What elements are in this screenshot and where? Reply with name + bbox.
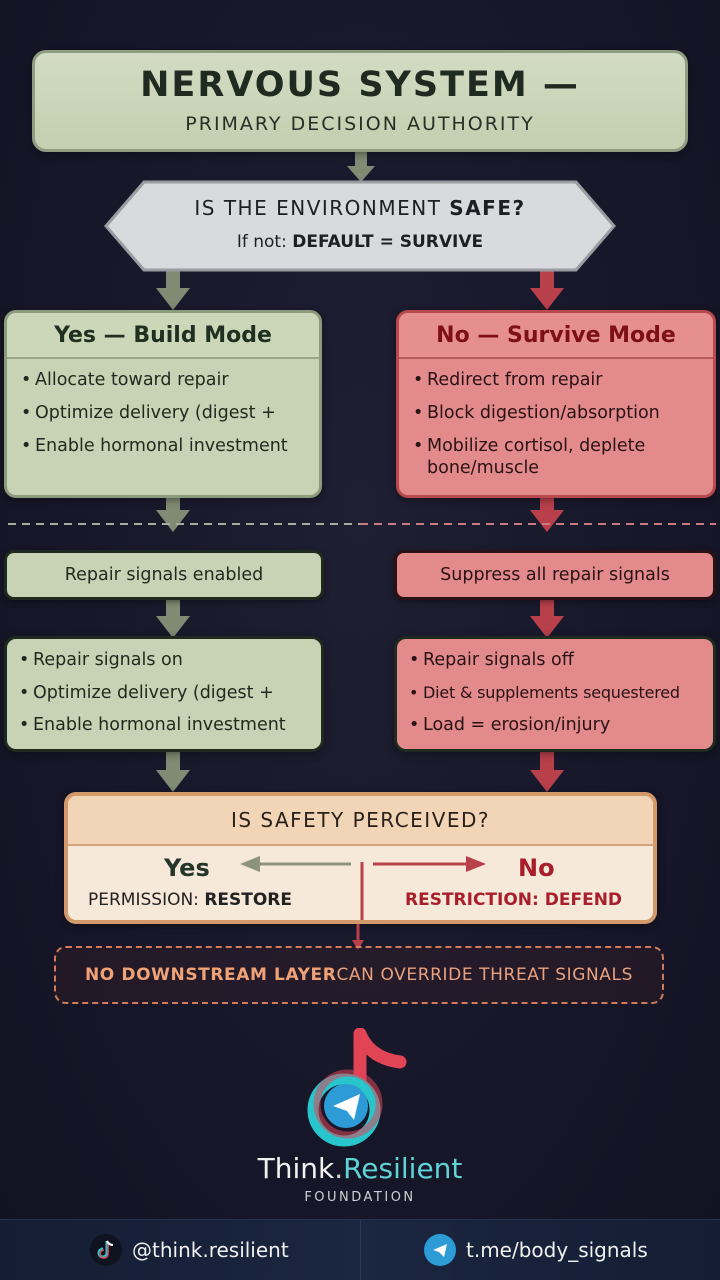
repair-enabled-pill: Repair signals enabled — [4, 550, 324, 600]
footer-divider — [360, 1220, 361, 1280]
safety-box: IS SAFETY PERCEIVED? Yes No PERMISSION: … — [64, 792, 657, 924]
repair-suppress-pill: Suppress all repair signals — [394, 550, 716, 600]
list-item: Allocate toward repair — [21, 369, 305, 391]
arrow-suppress-down — [530, 600, 564, 638]
decision-hexagon: IS THE ENVIRONMENT SAFE? If not: DEFAULT… — [104, 180, 616, 272]
list-item: Repair signals off — [409, 649, 701, 671]
permission-restore: PERMISSION: RESTORE — [88, 890, 293, 910]
safety-question: IS SAFETY PERCEIVED? — [68, 796, 653, 846]
list-item: Diet & supplements sequestered — [409, 682, 701, 704]
repair-suppressed-list: Repair signals off Diet & supplements se… — [397, 639, 713, 736]
page-title: NERVOUS SYSTEM — — [140, 65, 580, 105]
brand-foundation: FOUNDATION — [304, 1190, 416, 1205]
build-mode-box: Yes — Build Mode Allocate toward repair … — [4, 310, 322, 498]
footer-bar: @think.resilient t.me/body_signals — [0, 1219, 720, 1280]
repair-enabled-list-box: Repair signals on Optimize delivery (dig… — [4, 636, 324, 752]
arrow-title-to-decision — [347, 152, 375, 182]
list-item: Optimize delivery (digest + — [19, 682, 309, 704]
arrow-red-list-to-safety — [530, 752, 564, 792]
list-item: Redirect from repair — [413, 369, 699, 391]
survive-mode-list: Redirect from repair Block digestion/abs… — [399, 359, 713, 479]
arrow-decision-to-build — [156, 266, 190, 310]
footer-telegram-link[interactable]: t.me/body_signals — [424, 1234, 648, 1266]
list-item: Optimize delivery (digest + — [21, 402, 305, 424]
list-item: Repair signals on — [19, 649, 309, 671]
list-item: Block digestion/absorption — [413, 402, 699, 424]
override-note: NO DOWNSTREAM LAYER CAN OVERRIDE THREAT … — [54, 946, 664, 1004]
decision-question: IS THE ENVIRONMENT SAFE? — [194, 196, 526, 220]
arrow-enabled-down — [156, 600, 190, 638]
footer-tiktok-handle: @think.resilient — [132, 1238, 289, 1262]
tiktok-telegram-logo-icon — [307, 1028, 407, 1147]
title-box: NERVOUS SYSTEM — PRIMARY DECISION AUTHOR… — [32, 50, 688, 152]
arrow-decision-to-survive — [530, 266, 564, 310]
telegram-icon — [424, 1234, 456, 1266]
tiktok-icon — [90, 1234, 122, 1266]
build-mode-list: Allocate toward repair Optimize delivery… — [7, 359, 319, 457]
safety-split-arrows — [240, 856, 486, 920]
footer-tiktok-link[interactable]: @think.resilient — [90, 1234, 289, 1266]
arrow-green-list-to-safety — [156, 752, 190, 792]
repair-enabled-list: Repair signals on Optimize delivery (dig… — [7, 639, 321, 736]
build-mode-title: Yes — Build Mode — [7, 313, 319, 359]
list-item: Load = erosion/injury — [409, 714, 701, 736]
restriction-defend: RESTRICTION: DEFEND — [405, 890, 623, 910]
list-item: Enable hormonal investment — [21, 435, 305, 457]
arrow-build-down — [156, 498, 190, 532]
safety-yes-label: Yes — [164, 854, 210, 882]
repair-suppressed-list-box: Repair signals off Diet & supplements se… — [394, 636, 716, 752]
safety-no-label: No — [518, 854, 555, 882]
survive-mode-title: No — Survive Mode — [399, 313, 713, 359]
footer-telegram-url: t.me/body_signals — [466, 1238, 648, 1262]
survive-mode-box: No — Survive Mode Redirect from repair B… — [396, 310, 716, 498]
decision-default: If not: DEFAULT = SURVIVE — [236, 232, 484, 252]
list-item: Mobilize cortisol, deplete bone/muscle — [413, 435, 699, 479]
page-subtitle: PRIMARY DECISION AUTHORITY — [185, 113, 535, 135]
list-item: Enable hormonal investment — [19, 714, 309, 736]
arrow-survive-down — [530, 498, 564, 532]
brand-name: Think.Resilient — [257, 1152, 463, 1185]
arrow-safety-to-override — [352, 924, 364, 950]
